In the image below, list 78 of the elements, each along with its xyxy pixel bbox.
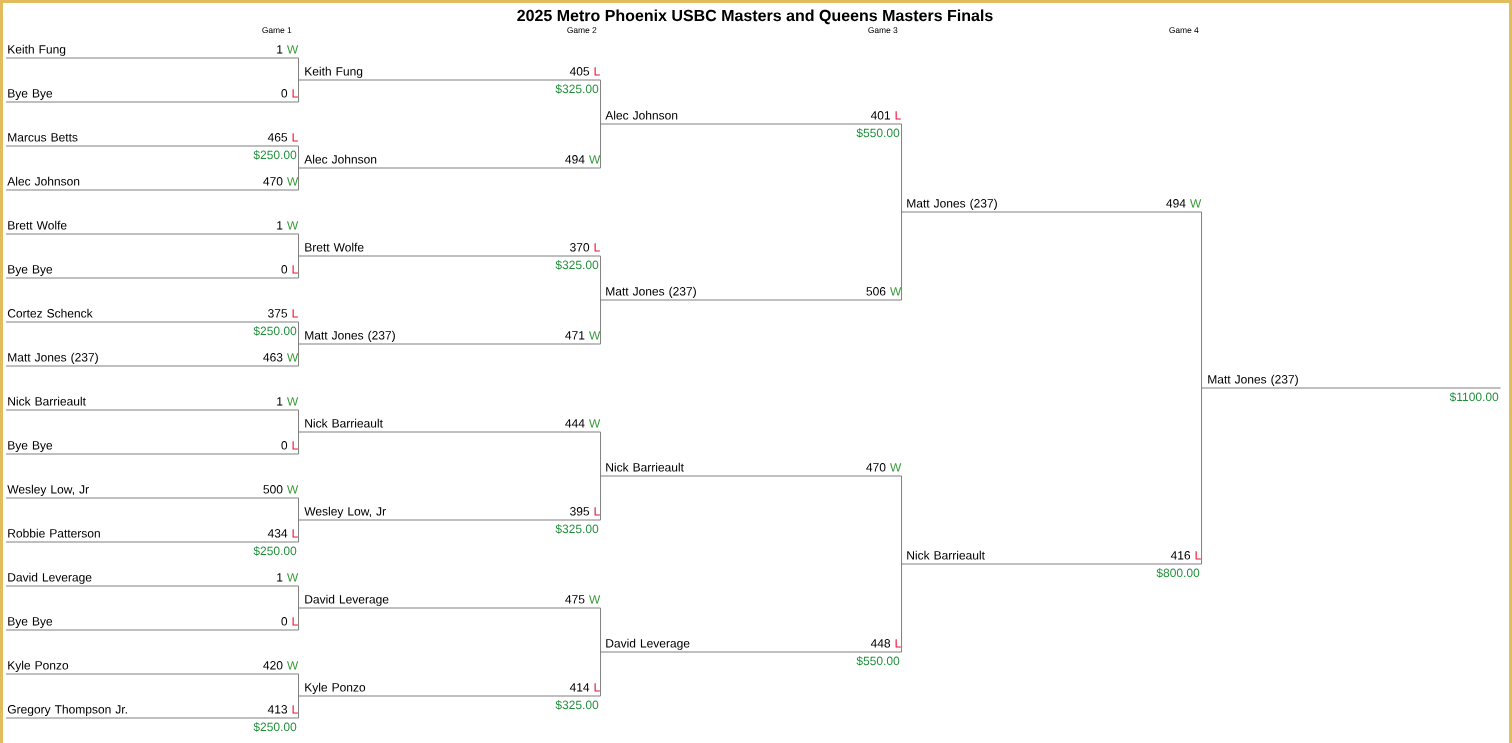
bracket-slot: Nick Barrieault 416 L — [900, 550, 1203, 565]
bracket-slot: Alec Johnson 401 L — [599, 110, 903, 125]
bracket-line — [599, 475, 602, 521]
bracket-slot: Bye Bye 0 L — [5, 265, 300, 279]
bracket-line — [297, 497, 300, 521]
bracket-slot: Matt Jones (237) 463 W — [5, 352, 300, 367]
bracket-slot: Matt Jones (237) 506 W — [599, 286, 903, 301]
bracket-line — [1200, 387, 1203, 565]
bracket-slot: Matt Jones (237) 494 W — [900, 198, 1203, 213]
bracket-slot: Kyle Ponzo 420 W — [5, 660, 300, 675]
bracket-slot: Nick Barrieault 470 W — [599, 462, 903, 477]
bracket-slot: Alec Johnson 470 W — [5, 176, 300, 191]
bracket-line — [297, 519, 300, 543]
bracket-slot: Cortez Schenck 375 L — [5, 308, 300, 323]
bracket-line — [599, 79, 602, 125]
bracket-line — [297, 79, 300, 103]
bracket-slot: Brett Wolfe 370 L — [297, 242, 602, 257]
bracket-slot: Wesley Low, Jr 395 L — [297, 506, 602, 521]
bracket-line — [900, 563, 903, 653]
column-heading: Game 2 — [567, 27, 597, 34]
bracket-line — [297, 167, 300, 191]
bracket-line — [297, 431, 300, 455]
bracket-slot: Matt Jones (237) 471 W — [297, 330, 602, 345]
prize-amount: $250.00 — [253, 150, 297, 160]
prize-amount: $550.00 — [856, 128, 900, 138]
bracket-slot: Alec Johnson 494 W — [297, 154, 602, 169]
bracket-line — [900, 211, 903, 301]
column-heading: Game 1 — [262, 27, 292, 34]
bracket-slot: Wesley Low, Jr 500 W — [5, 484, 300, 499]
prize-amount: $325.00 — [555, 84, 599, 94]
bracket-line — [599, 651, 602, 697]
prize-amount: $250.00 — [253, 546, 297, 556]
bracket-line — [297, 695, 300, 719]
prize-amount: $325.00 — [555, 524, 599, 534]
bracket-line — [599, 123, 602, 169]
bracket-slot: Nick Barrieault 1 W — [5, 396, 300, 411]
bracket-slot: David Leverage 1 W — [5, 572, 300, 587]
prize-amount: $800.00 — [1156, 568, 1200, 578]
bracket-line — [297, 585, 300, 609]
bracket-line — [599, 299, 602, 345]
prize-amount: $1100.00 — [1449, 392, 1499, 402]
bracket-slot: Matt Jones (237) — [1200, 374, 1502, 389]
bracket-line — [599, 255, 602, 301]
bracket-slot: Bye Bye 0 L — [5, 89, 300, 103]
bracket-line — [900, 123, 903, 213]
bracket-line — [599, 431, 602, 477]
bracket-line — [297, 145, 300, 169]
bracket-slot: David Leverage 448 L — [599, 638, 903, 653]
bracket-line — [297, 233, 300, 257]
bracket-line — [599, 607, 602, 653]
bracket-line — [900, 475, 903, 565]
prize-amount: $325.00 — [555, 700, 599, 710]
prize-amount: $250.00 — [253, 722, 297, 732]
column-heading: Game 3 — [868, 27, 898, 34]
bracket-slot: Robbie Patterson 434 L — [5, 528, 300, 543]
bracket-slot: David Leverage 475 W — [297, 594, 602, 609]
bracket-line — [297, 409, 300, 433]
bracket-slot: Bye Bye 0 L — [5, 617, 300, 631]
bracket-slot: Nick Barrieault 444 W — [297, 418, 602, 433]
bracket-line — [297, 673, 300, 697]
bracket-line — [1200, 211, 1203, 389]
bracket-slot: Brett Wolfe 1 W — [5, 220, 300, 235]
column-heading: Game 4 — [1169, 27, 1199, 34]
prize-amount: $250.00 — [253, 326, 297, 336]
title: 2025 Metro Phoenix USBC Masters and Queens Masters Finals — [517, 9, 993, 25]
bracket-slot: Keith Fung 405 L — [297, 66, 602, 81]
bracket-slot: Keith Fung 1 W — [5, 44, 300, 59]
bracket-line — [297, 255, 300, 279]
bracket-line — [297, 57, 300, 81]
bracket-line — [297, 321, 300, 345]
bracket-slot: Gregory Thompson Jr. 413 L — [5, 704, 300, 719]
prize-amount: $325.00 — [555, 260, 599, 270]
bracket-slot: Marcus Betts 465 L — [5, 133, 300, 147]
prize-amount: $550.00 — [856, 656, 900, 666]
bracket-slot: Kyle Ponzo 414 L — [297, 682, 602, 697]
bracket-line — [297, 607, 300, 631]
bracket-line — [297, 343, 300, 367]
bracket-slot: Bye Bye 0 L — [5, 441, 300, 455]
